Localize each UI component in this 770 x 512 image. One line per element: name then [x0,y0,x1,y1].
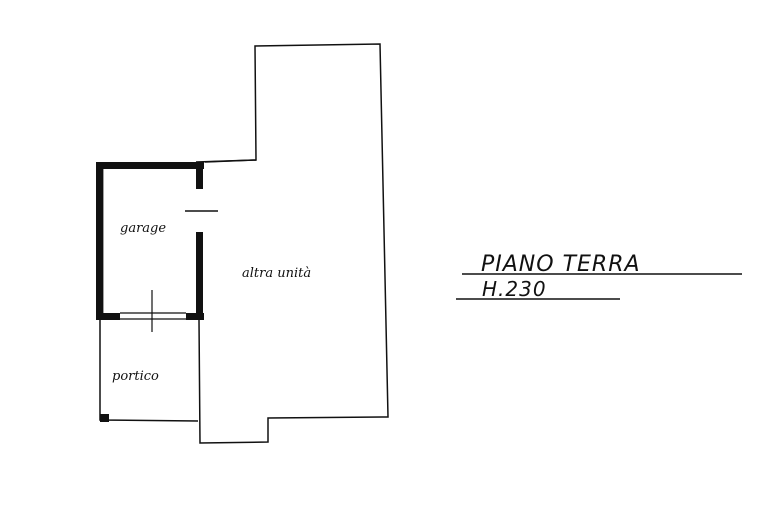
title-block: PIANO TERRA H.230 [456,252,742,301]
room-label-portico: portico [112,369,159,384]
portico-corner-post [100,414,109,422]
building-outline [195,43,389,444]
floor-height: H.230 [482,277,547,301]
room-label-garage: garage [120,221,166,236]
garage-door [120,290,186,332]
garage-wall-right-upper [196,162,203,189]
garage-wall-bottom-left [96,313,120,320]
floor-title: PIANO TERRA [481,252,641,277]
outline-upper [198,43,389,444]
outline-garage-top [195,159,257,163]
garage-wall-bottom-right [186,313,204,320]
room-label-other-unit: altra unità [242,266,311,281]
garage-wall-left [96,162,103,320]
garage-wall-top [96,162,204,169]
garage-walls [96,162,204,320]
garage-wall-right-lower [196,232,203,320]
